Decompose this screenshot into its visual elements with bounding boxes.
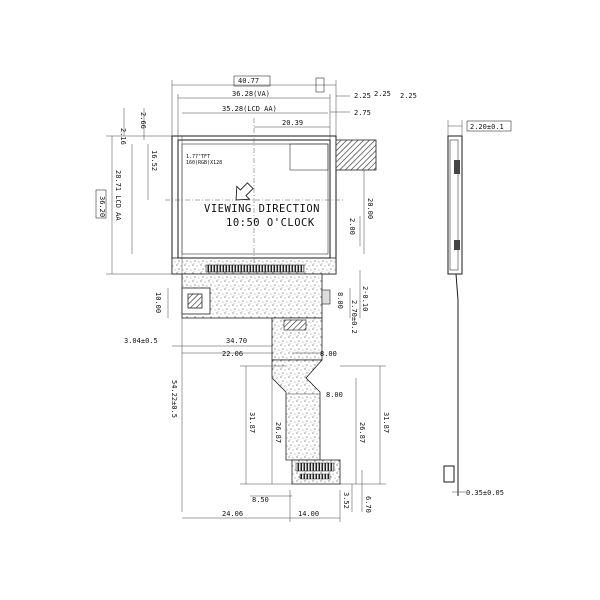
dim-54-22: 54.22±0.5	[170, 380, 178, 418]
module-label-line1: 1.77"TFT	[186, 154, 210, 160]
dim-8-00-b: 8.00	[320, 350, 337, 358]
dim-40-77: 40.77	[238, 77, 259, 85]
fpc-chip	[187, 293, 203, 309]
polarizer-tab	[335, 139, 377, 171]
dim-36-20: 36.20	[98, 196, 106, 217]
viewing-direction-arrow	[235, 182, 254, 201]
dim-8-00-a: 8.00	[336, 292, 344, 309]
dimension-labels: 40.77 36.28(VA) 35.28(LCD AA) 20.39 2.25…	[95, 75, 417, 518]
dim-3-04: 3.04±0.5	[124, 337, 158, 345]
dim-2-16: 2.16	[119, 128, 127, 145]
fpc-neck-hatch	[283, 319, 307, 331]
dim-2-25-c: 2.25	[400, 92, 417, 100]
dim-2-66: 2.66	[139, 112, 147, 129]
clock-direction-text: 10:50 O'CLOCK	[226, 217, 315, 229]
viewing-direction-text: VIEWING DIRECTION	[204, 203, 320, 215]
fpc-bottom-pins-2	[299, 473, 331, 480]
dim-2-00: 2.00	[348, 218, 356, 235]
dim-2-25-b: 2.25	[374, 90, 391, 98]
dim-24-06: 24.06	[222, 510, 243, 518]
dim-26-87-a: 26.87	[274, 422, 282, 443]
side-view: 2.20±0.1 0.35±0.05	[443, 120, 512, 497]
dim-10-00: 10.00	[154, 292, 162, 313]
dim-16-52: 16.52	[150, 150, 158, 171]
dim-28-71-aa: 28.71 LCD AA	[114, 170, 122, 221]
dim-20-39: 20.39	[282, 119, 303, 127]
side-fpc-line	[455, 273, 459, 496]
dim-26-87-b: 26.87	[358, 422, 366, 443]
dim-2-25-a: 2.25	[354, 92, 371, 100]
dim-35-28-aa: 35.28(LCD AA)	[222, 105, 277, 113]
polarizer-tab-box	[289, 143, 329, 171]
dim-31-87-a: 31.87	[248, 412, 256, 433]
dim-20-00: 20.00	[366, 198, 374, 219]
dim-14-00: 14.00	[298, 510, 319, 518]
fpc-bend	[271, 359, 323, 461]
front-view: 1.77"TFT 160(RGB)X128 VIEWING DIRECTION …	[165, 118, 377, 485]
module-label-line2: 160(RGB)X128	[186, 160, 222, 166]
fpc-right-stub	[321, 289, 331, 305]
side-tab-top	[454, 160, 460, 174]
side-tab-bottom	[454, 240, 460, 250]
dim-31-87-b: 31.87	[382, 412, 390, 433]
dim-22-06: 22.06	[222, 350, 243, 358]
side-bottom-block	[443, 465, 455, 483]
dim-2-70: 2.70±0.2	[350, 300, 358, 334]
dim-34-70: 34.70	[226, 337, 247, 345]
dim-8-00-c: 8.00	[326, 391, 343, 399]
fpc-bottom-pins	[295, 462, 335, 472]
side-dim-2-20: 2.20±0.1	[470, 123, 504, 131]
pin-header	[205, 264, 305, 273]
side-panel-body	[447, 135, 463, 275]
dim-3-52: 3.52	[342, 492, 350, 509]
dim-8-50: 8.50	[252, 496, 269, 504]
dimension-lines	[106, 77, 386, 522]
dim-2-0-10: 2-0.10	[361, 286, 369, 311]
dim-2-75: 2.75	[354, 109, 371, 117]
dim-36-28-va: 36.28(VA)	[232, 90, 270, 98]
side-dim-0-35: 0.35±0.05	[466, 489, 504, 497]
dim-6-70: 6.70	[364, 496, 372, 513]
